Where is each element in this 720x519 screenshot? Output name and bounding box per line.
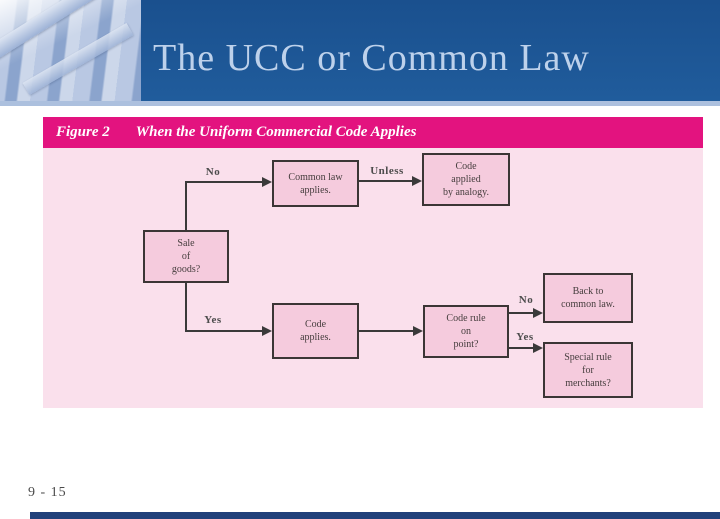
arrowhead-icon (262, 177, 272, 187)
edge-label-no: No (205, 166, 221, 178)
node-text-line: applies. (300, 184, 331, 196)
node-text-line: common law. (561, 299, 615, 310)
connector-no-horizontal (185, 181, 263, 183)
bottom-rule (30, 512, 720, 519)
connector-yes-horizontal (185, 330, 263, 332)
slide-title: The UCC or Common Law (153, 36, 590, 79)
arrowhead-icon (262, 326, 272, 336)
node-text-line: for (582, 364, 594, 376)
column-beam-shape (22, 22, 134, 96)
connector-code-to-rule (359, 330, 414, 332)
node-text-line: point? (453, 339, 479, 350)
node-common-law-applies: Common law applies. (272, 160, 359, 207)
node-text-line: Special rule (564, 351, 612, 363)
connector-yes-right (509, 347, 534, 349)
node-text-line: Code rule (446, 313, 486, 324)
node-text-line: Common law (288, 171, 343, 183)
node-text-line: applies. (300, 332, 331, 343)
node-text-line: applied (451, 174, 481, 185)
node-text-line: Code (455, 161, 477, 172)
edge-label-yes: Yes (204, 314, 222, 326)
node-text-line: Back to (572, 286, 604, 297)
node-text-line: Code (304, 319, 327, 330)
flowchart-area: No Unless Yes No Yes Sale of goods? Comm… (43, 148, 703, 408)
page-number: 9 - 15 (28, 485, 67, 500)
header-divider (0, 101, 720, 106)
connector-no-right (509, 312, 534, 314)
arrowhead-icon (413, 326, 423, 336)
arrowhead-icon (412, 176, 422, 186)
edge-label-no: No (518, 294, 534, 306)
node-text-line: of (181, 251, 191, 262)
node-back-to-common-law: Back to common law. (543, 273, 633, 323)
figure-label: Figure 2 (56, 124, 110, 140)
node-text-line: on (461, 326, 471, 337)
connector-unless-horizontal (359, 180, 413, 182)
node-text-line: Sale (177, 238, 195, 249)
arrowhead-icon (533, 343, 543, 353)
edge-label-unless: Unless (370, 165, 404, 177)
edge-label-yes: Yes (516, 331, 534, 343)
figure-caption-bar: Figure 2 When the Uniform Commercial Cod… (43, 117, 703, 148)
connector-sale-to-no (185, 181, 187, 230)
node-text-line: by analogy. (442, 187, 489, 198)
node-text-line: goods? (171, 264, 201, 275)
node-special-rule-for-merchants: Special rule for merchants? (543, 342, 633, 398)
node-code-rule-on-point: Code rule on point? (423, 305, 509, 358)
slide-header: The UCC or Common Law (141, 0, 720, 101)
arrowhead-icon (533, 308, 543, 318)
connector-sale-to-yes (185, 283, 187, 331)
node-code-applies: Code applies. (272, 303, 359, 359)
figure-caption: When the Uniform Commercial Code Applies (135, 124, 417, 140)
node-text-line: merchants? (565, 377, 611, 389)
node-code-applied-by-analogy: Code applied by analogy. (422, 153, 510, 206)
columns-decorative-image (0, 0, 141, 101)
node-sale-of-goods: Sale of goods? (143, 230, 229, 283)
